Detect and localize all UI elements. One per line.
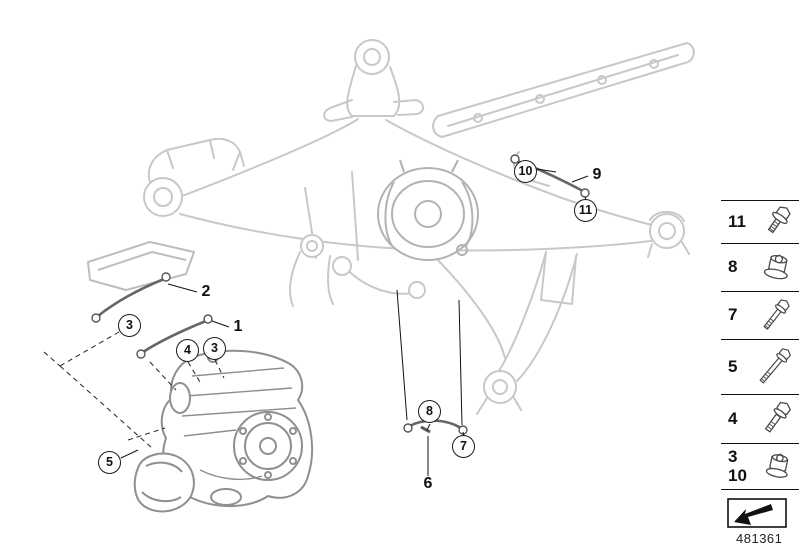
legend-numbers: 3 10 [728,446,747,487]
callout-label: 3 [126,318,133,333]
callout-8[interactable]: 8 [418,400,441,423]
legend-number: 3 [728,447,738,466]
earth-strap-6 [408,419,463,430]
transfer-case [160,349,314,507]
earth-strap-1 [141,319,208,354]
part-label-6[interactable]: 6 [423,475,433,492]
callout-label: 5 [106,455,113,470]
callout-label: 8 [426,404,433,419]
callout-label: 3 [211,341,218,356]
legend-item-8[interactable]: 8 [721,243,799,291]
legend-number: 5 [728,356,738,376]
legend-number: 7 [728,305,738,325]
flange-nut-icon [765,453,789,478]
callout-7[interactable]: 7 [452,435,475,458]
direction-of-travel-arrow-icon [727,498,787,528]
direction-of-travel-box [727,498,799,533]
subframe-line-art [143,39,695,415]
legend-number: 8 [728,257,738,277]
callout-label: 7 [460,439,467,454]
dashed-lines [43,331,225,449]
flange-screw-icon [767,206,791,234]
callout-11[interactable]: 11 [574,199,597,222]
legend-item-11[interactable]: 11 [721,200,799,243]
hex-screw-icon [763,298,790,330]
legend-item-5[interactable]: 5 [721,339,799,394]
legend-number-secondary: 10 [728,465,747,485]
strap-terminals [91,154,590,435]
legend-number: 11 [728,211,746,231]
part-label-9[interactable]: 9 [592,166,602,183]
legend-number: 4 [728,408,738,428]
diagram-code: 481361 [736,531,783,546]
fastener-legend: 11 8 7 [721,200,799,533]
legend-item-3-10[interactable]: 3 10 [721,443,799,490]
heat-shield [87,241,195,291]
legend-item-7[interactable]: 7 [721,291,799,339]
callout-5[interactable]: 5 [98,451,121,474]
earth-strap-2 [96,277,166,318]
legend-item-4[interactable]: 4 [721,394,799,443]
callout-label: 10 [518,164,533,179]
callout-10[interactable]: 10 [514,160,537,183]
hex-screw-long-icon [759,348,791,384]
flange-nut-icon [763,254,788,279]
differential-housing [377,159,479,261]
cover-cap [133,452,195,513]
part-label-1[interactable]: 1 [233,318,243,335]
callout-4[interactable]: 4 [176,339,199,362]
leader-lines [120,168,589,476]
cable-clip [420,425,431,434]
callout-3a[interactable]: 3 [118,314,141,337]
part-label-2[interactable]: 2 [201,283,211,300]
callout-label: 11 [578,203,593,218]
callout-3b[interactable]: 3 [203,337,226,360]
hex-screw-icon [765,401,791,433]
callout-label: 4 [184,343,191,358]
